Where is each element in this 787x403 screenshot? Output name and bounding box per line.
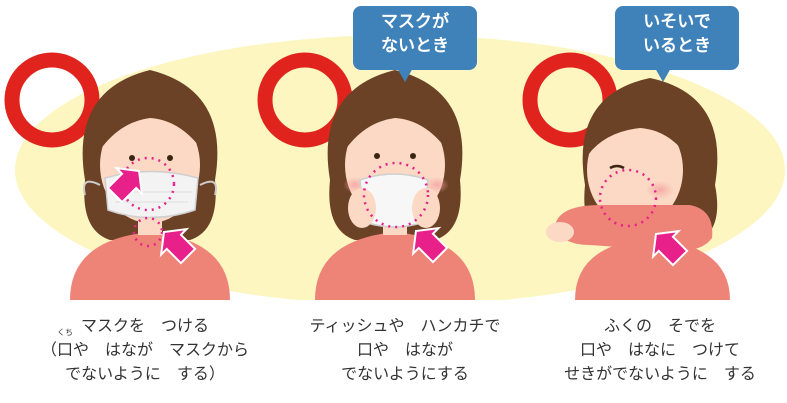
caption-tissue-line3: でないようにする xyxy=(341,364,469,383)
pink-arrow-icon xyxy=(411,226,449,264)
caption-sleeve-line3: せきがでないように する xyxy=(564,364,756,383)
bubble-no-mask-line2: ないとき xyxy=(381,36,449,56)
dotted-circle-icon xyxy=(132,216,164,248)
dotted-circle-icon xyxy=(120,156,176,212)
ruby-text: くち xyxy=(56,328,73,337)
caption-mask-line3: でないように する） xyxy=(65,364,225,383)
figure-tissue xyxy=(315,70,475,300)
ruby-base: 口 xyxy=(56,340,73,359)
caption-sleeve-line1: ふくの そでを xyxy=(603,316,716,335)
figure-sleeve xyxy=(546,78,730,300)
caption-tissue: ティッシュや ハンカチで 口や はなが でないようにする xyxy=(290,314,520,386)
caption-mask-paren: （ xyxy=(40,340,57,359)
caption-mask-line2: （くち口や はなが マスクから xyxy=(20,328,270,362)
ruby-kuchi: くち口 xyxy=(56,328,73,362)
caption-mask-line1: マスクを つける xyxy=(80,316,209,335)
caption-mask: マスクを つける （くち口や はなが マスクから でないように する） xyxy=(20,314,270,386)
caption-sleeve-line2: 口や はなに つけて xyxy=(579,340,740,359)
caption-sleeve: ふくの そでを 口や はなに つけて せきがでないように する xyxy=(540,314,780,386)
illustration-scene xyxy=(4,35,785,300)
caption-mask-line2-rest: や はなが マスクから xyxy=(73,340,250,359)
bubble-no-mask-line1: マスクが xyxy=(381,12,449,32)
pink-arrow-icon xyxy=(159,227,197,265)
pink-arrow-icon xyxy=(106,166,144,204)
caption-tissue-line1: ティッシュや ハンカチで xyxy=(309,316,501,335)
dotted-circle-icon xyxy=(598,168,658,228)
bubble-no-mask: マスクが ないとき xyxy=(353,6,477,82)
figure-mask xyxy=(70,70,230,300)
dotted-circle-icon xyxy=(362,161,430,229)
pink-arrow-icon xyxy=(651,229,689,267)
bubble-hurry-line1: いそいで xyxy=(643,12,711,32)
bubble-hurry-line2: いるとき xyxy=(643,36,711,56)
bubble-hurry: いそいで いるとき xyxy=(615,6,739,82)
ok-circle-icon xyxy=(4,52,100,148)
caption-tissue-line2: 口や はなが xyxy=(356,340,453,359)
